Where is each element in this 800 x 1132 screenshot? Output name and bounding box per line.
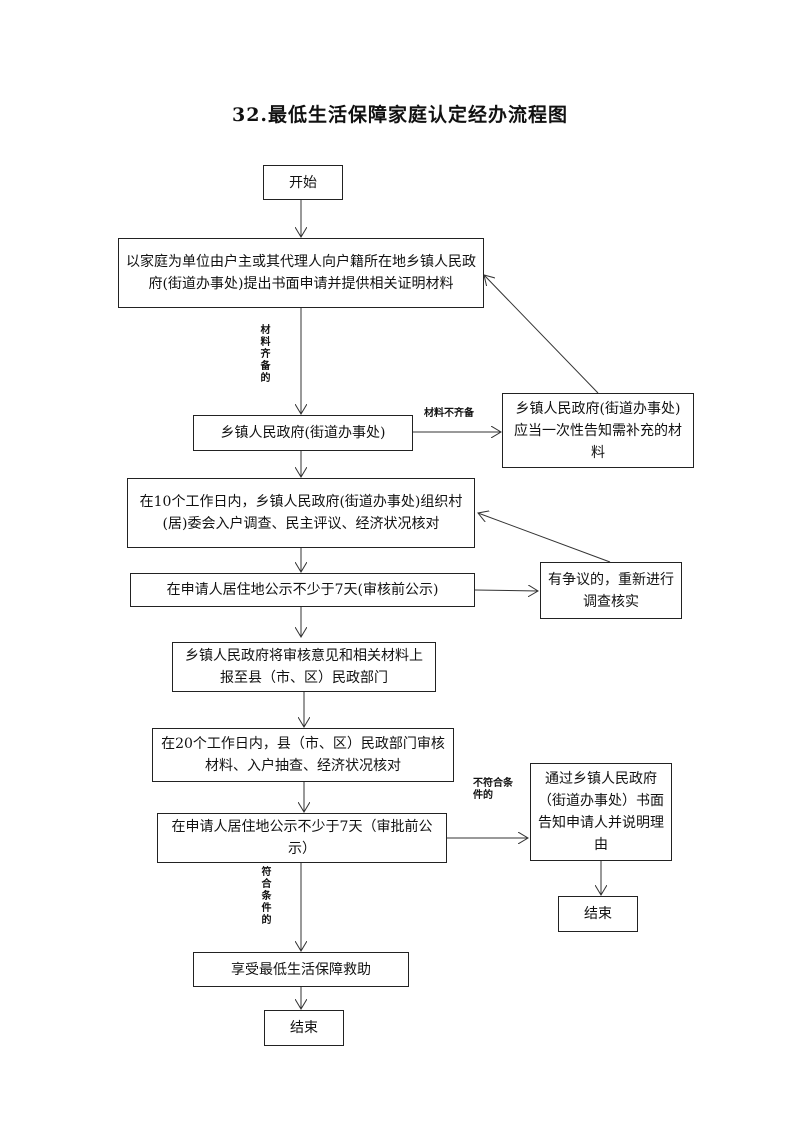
label-complete: 材料齐备的 <box>260 325 271 384</box>
label-incomplete: 材料不齐备 <box>424 408 474 419</box>
node-publicity-1: 在申请人居住地公示不少于7天(审核前公示) <box>130 573 475 607</box>
label-not-qualified: 不符合条件的 <box>473 778 513 801</box>
label-qualified: 符合条件的 <box>261 867 272 926</box>
node-end-reject: 结束 <box>558 896 638 932</box>
arrow-dispute-to-investigate <box>478 513 611 563</box>
node-report: 乡镇人民政府将审核意见和相关材料上报至县（市、区）民政部门 <box>172 642 436 692</box>
node-publicity-2: 在申请人居住地公示不少于7天（审批前公示） <box>157 813 447 863</box>
arrow-publicity1-to-dispute <box>474 590 538 591</box>
node-investigate: 在10个工作日内，乡镇人民政府(街道办事处)组织村(居)委会入户调查、民主评议、… <box>127 478 475 548</box>
node-start: 开始 <box>263 165 343 200</box>
node-supplement: 乡镇人民政府(街道办事处)应当一次性告知需补充的材料 <box>502 393 694 468</box>
node-notify: 通过乡镇人民政府（街道办事处）书面告知申请人并说明理由 <box>530 763 672 861</box>
node-end: 结束 <box>264 1010 344 1046</box>
flowchart-title: 32.最低生活保障家庭认定经办流程图 <box>231 104 569 126</box>
arrow-supplement-to-apply <box>484 275 599 394</box>
node-dispute: 有争议的，重新进行调查核实 <box>540 562 682 619</box>
node-assist: 享受最低生活保障救助 <box>193 952 409 987</box>
node-township: 乡镇人民政府(街道办事处) <box>193 415 413 451</box>
node-apply: 以家庭为单位由户主或其代理人向户籍所在地乡镇人民政府(街道办事处)提出书面申请并… <box>118 238 484 308</box>
node-county-review: 在20个工作日内，县（市、区）民政部门审核材料、入户抽查、经济状况核对 <box>152 728 454 782</box>
